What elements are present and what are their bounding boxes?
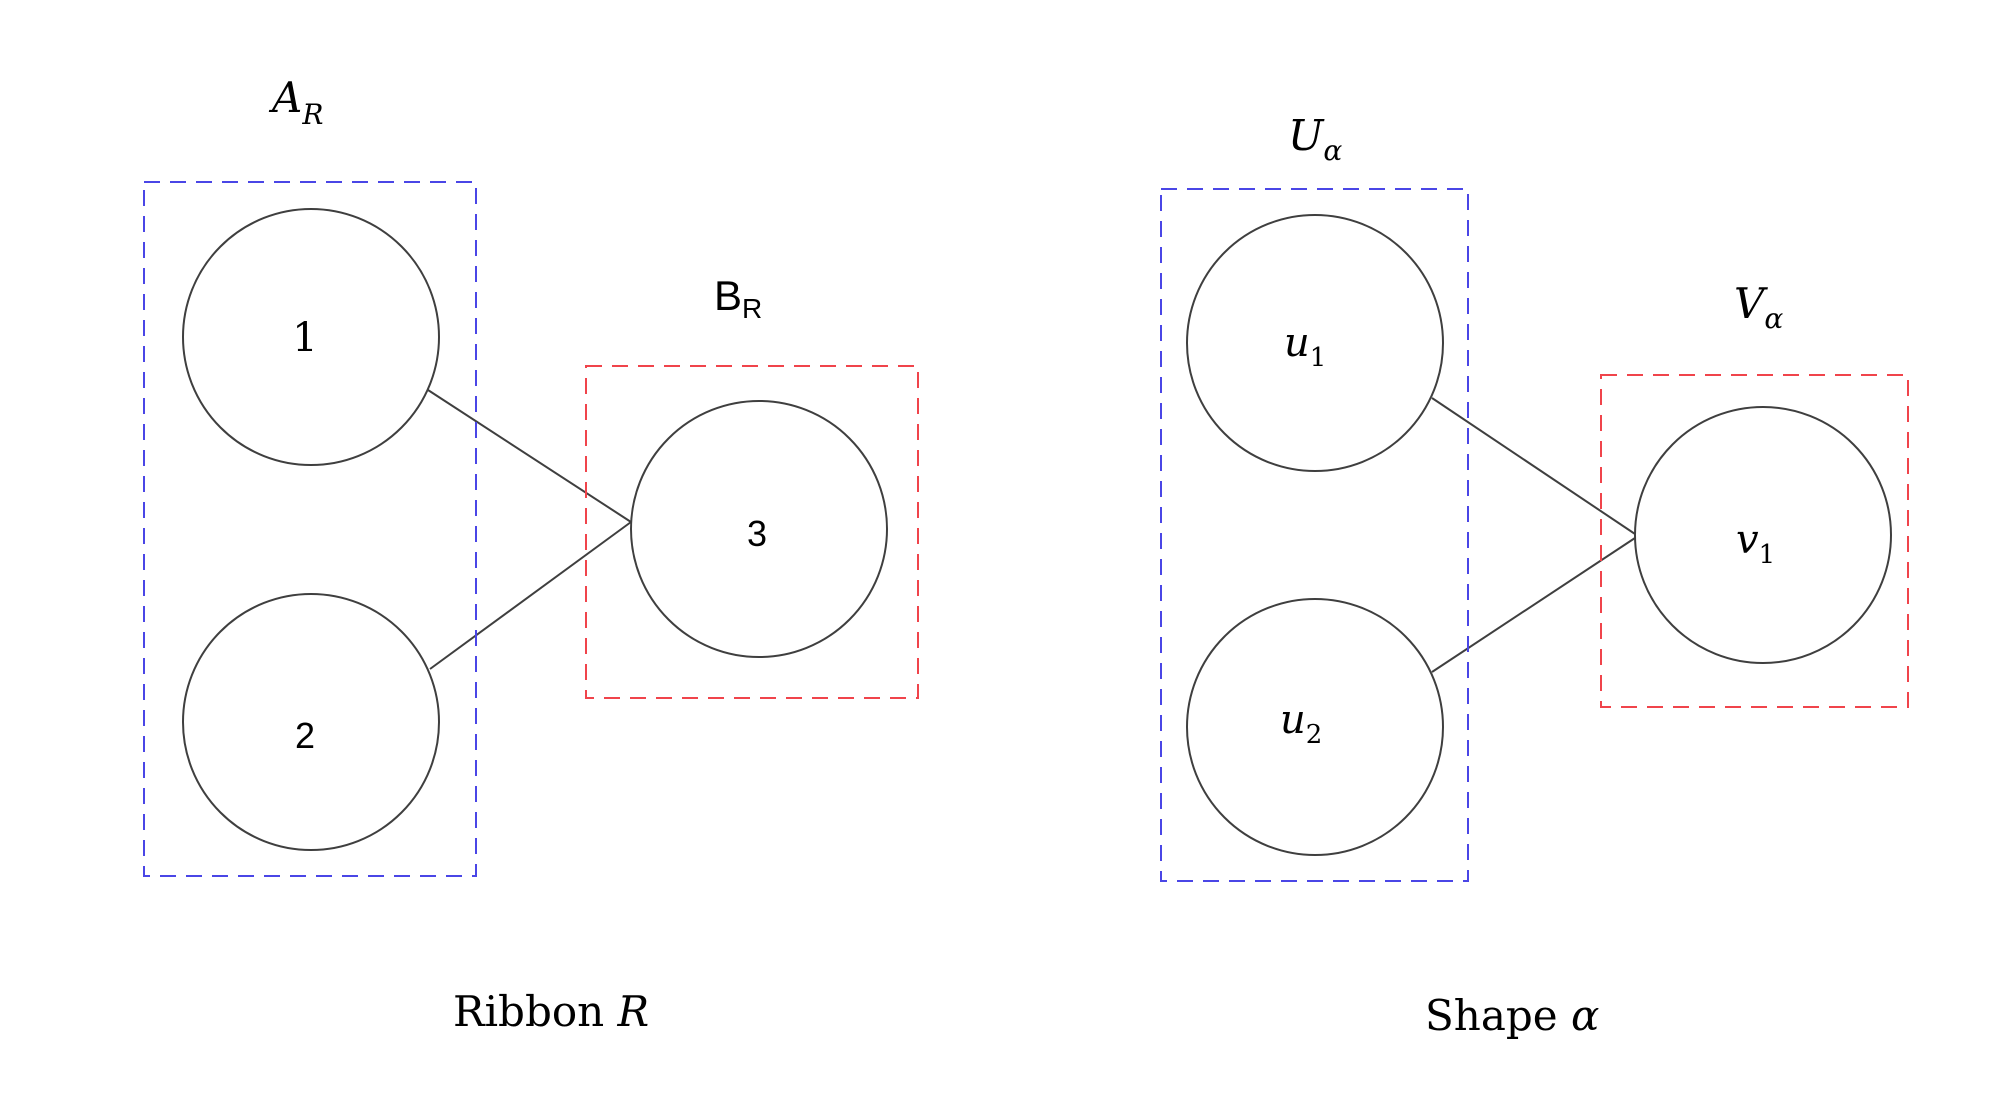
- node-u2-label: u2: [1280, 697, 1322, 750]
- set-b-label: BR: [714, 272, 762, 324]
- node-3-label: 3: [747, 513, 767, 554]
- node-2-label: 2: [295, 715, 315, 756]
- edge-2-3: [429, 521, 632, 670]
- set-a-label: AR: [268, 73, 323, 131]
- set-b-box: [585, 365, 919, 699]
- node-v1: [1634, 406, 1892, 664]
- node-3: [630, 400, 888, 658]
- shape-caption: Shape α: [1425, 991, 1599, 1040]
- shape-diagram: u1 u2 v1 Uα Vα Shape α: [1160, 111, 1909, 1040]
- ribbon-diagram: 1 2 3 AR BR Ribbon R: [143, 73, 919, 1036]
- set-u-box: [1160, 188, 1469, 882]
- node-1: [182, 208, 440, 466]
- set-v-box: [1600, 374, 1909, 708]
- ribbon-caption: Ribbon R: [453, 987, 649, 1036]
- edge-u1-v1: [1431, 397, 1639, 537]
- set-u-label: Uα: [1288, 111, 1342, 167]
- edge-u2-v1: [1431, 535, 1639, 673]
- edge-1-3: [427, 389, 632, 523]
- node-u1: [1186, 214, 1444, 472]
- set-a-box: [143, 181, 477, 877]
- node-v1-label: v1: [1736, 517, 1775, 570]
- node-u1-label: u1: [1284, 320, 1326, 373]
- node-2: [182, 593, 440, 851]
- node-u2: [1186, 598, 1444, 856]
- node-1-label: 1: [292, 315, 317, 361]
- set-v-label: Vα: [1734, 279, 1783, 335]
